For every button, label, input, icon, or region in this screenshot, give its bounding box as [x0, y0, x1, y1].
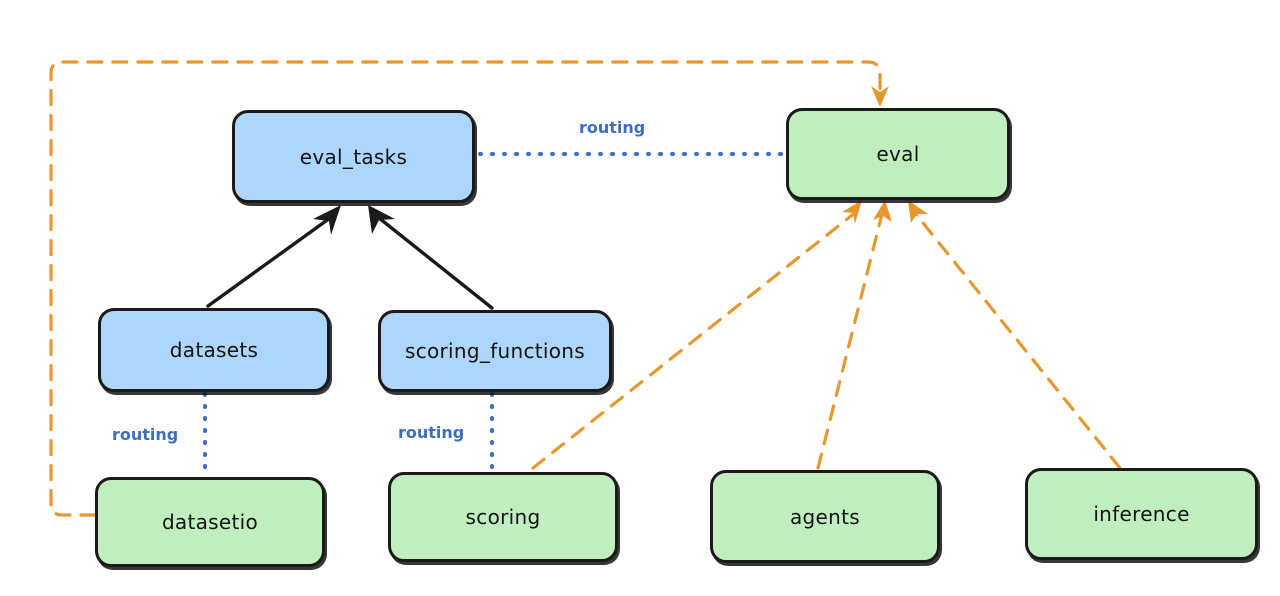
node-scoring-functions[interactable]: scoring_functions [378, 310, 612, 392]
node-datasetio[interactable]: datasetio [95, 477, 325, 567]
edge-scoring-functions-to-eval-tasks [368, 205, 494, 310]
node-agents[interactable]: agents [710, 470, 940, 563]
node-eval[interactable]: eval [786, 108, 1010, 200]
node-label-inference: inference [1093, 502, 1190, 526]
node-label-eval-tasks: eval_tasks [299, 144, 408, 169]
arrowhead-datasetio-eval [871, 86, 889, 107]
edge-datasets-to-eval-tasks [206, 205, 341, 308]
arrowhead-agents-eval [873, 200, 892, 222]
node-label-datasetio: datasetio [161, 510, 259, 534]
node-label-scoring-functions: scoring_functions [404, 339, 586, 363]
arrowhead-inference-eval [908, 200, 928, 223]
arrowhead-scoring-eval [842, 200, 862, 224]
node-label-agents: agents [790, 504, 860, 529]
arrowhead-scoring-functions-eval-tasks [368, 205, 395, 234]
edge-label-routing-eval-tasks: routing [579, 118, 646, 137]
arrowhead-datasets-eval-tasks [313, 205, 341, 235]
edge-label-routing-scoring-functions: routing [398, 423, 465, 442]
node-label-datasets: datasets [169, 338, 259, 362]
edge-datasetio-to-eval [49, 60, 889, 517]
node-inference[interactable]: inference [1025, 468, 1258, 560]
node-label-scoring: scoring [465, 505, 541, 529]
edge-inference-to-eval [908, 200, 1122, 470]
node-scoring[interactable]: scoring [388, 472, 618, 562]
edge-label-routing-datasets: routing [112, 425, 179, 444]
node-label-eval: eval [876, 142, 920, 166]
node-datasets[interactable]: datasets [98, 308, 330, 392]
edge-scoring-to-eval [531, 200, 862, 470]
edge-agents-to-eval [816, 200, 892, 470]
node-eval-tasks[interactable]: eval_tasks [232, 110, 475, 203]
